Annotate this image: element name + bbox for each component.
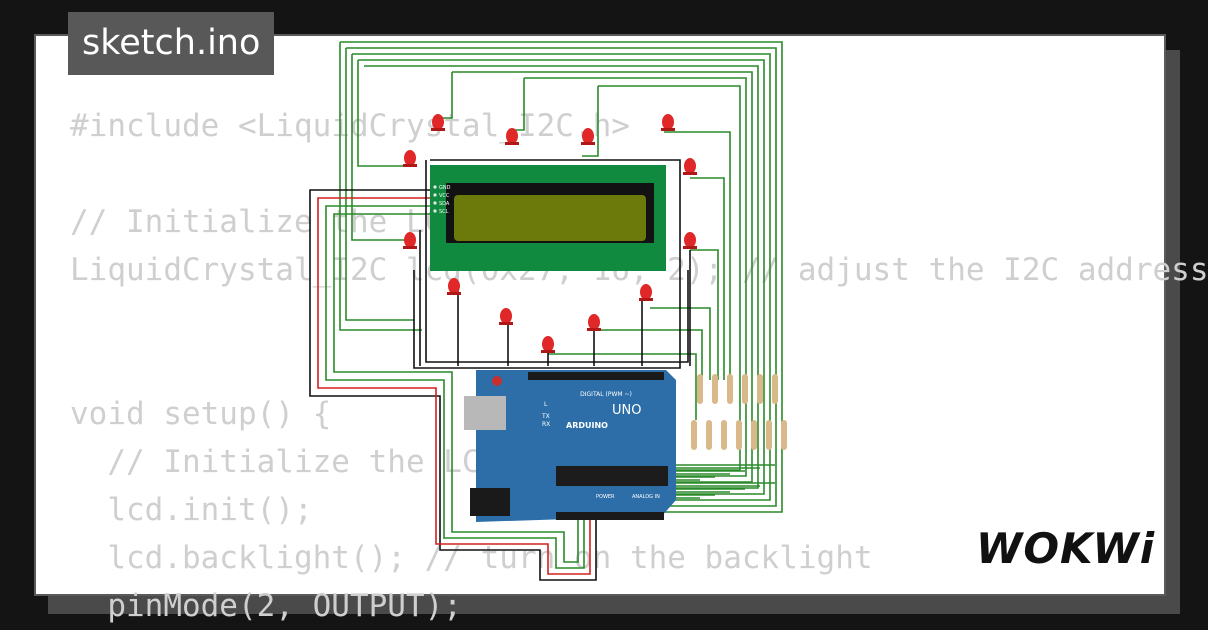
resistor — [736, 420, 742, 450]
led — [640, 284, 652, 300]
wokwi-logo: WOKWi — [976, 524, 1156, 573]
led — [404, 150, 416, 166]
led-base — [505, 142, 519, 145]
lcd-pin-label: GND — [439, 185, 451, 191]
led-base — [447, 292, 461, 295]
lcd-screen — [454, 195, 646, 241]
led — [684, 158, 696, 174]
lcd-pin-label: SDA — [439, 201, 450, 207]
wire — [664, 131, 731, 380]
resistor — [742, 374, 748, 404]
arduino-uno: DIGITAL (PWM ~) UNO ARDUINO ANALOG IN PO… — [464, 370, 676, 522]
resistor — [712, 374, 718, 404]
lcd-pin — [433, 209, 437, 213]
lcd-pin — [433, 185, 437, 189]
wire — [425, 160, 689, 363]
wire — [345, 48, 414, 321]
lcd-pin — [433, 201, 437, 205]
wire — [364, 65, 759, 489]
wire — [357, 60, 406, 167]
led-base — [683, 172, 697, 175]
wire — [325, 205, 585, 569]
wire — [413, 159, 681, 369]
wire — [352, 53, 771, 501]
usb-port — [464, 396, 506, 430]
tx-label: TX — [541, 413, 550, 420]
wire — [346, 47, 777, 507]
led-base — [661, 128, 675, 131]
resistor — [766, 420, 772, 450]
resistor — [727, 374, 733, 404]
wire — [598, 85, 741, 471]
wire — [309, 189, 597, 581]
analog-label: ANALOG IN — [632, 494, 660, 500]
wire — [333, 213, 579, 563]
wire — [317, 197, 591, 575]
file-name-tab: sketch.ino — [68, 12, 275, 75]
wire — [582, 86, 599, 157]
wire — [690, 249, 719, 380]
wire — [351, 54, 406, 241]
wire — [358, 59, 765, 495]
wire — [690, 177, 725, 380]
brand-label: ARDUINO — [566, 421, 608, 430]
led — [404, 232, 416, 248]
digital-label: DIGITAL (PWM ~) — [580, 391, 632, 398]
lcd-pin — [433, 193, 437, 197]
wire — [339, 42, 422, 331]
wire — [548, 353, 697, 420]
led — [448, 278, 460, 294]
wire — [436, 72, 453, 119]
resistor — [772, 374, 778, 404]
wire — [650, 307, 711, 380]
led — [684, 232, 696, 248]
lcd-display: GND VCC SDA SCL — [430, 165, 666, 271]
led — [582, 128, 594, 144]
led — [662, 114, 674, 130]
rx-label: RX — [542, 421, 550, 428]
wire — [452, 71, 753, 483]
board-label: UNO — [612, 403, 641, 418]
analog-header — [556, 512, 664, 520]
wire — [524, 77, 747, 477]
led — [542, 336, 554, 352]
resistor — [781, 420, 787, 450]
led-base — [541, 350, 555, 353]
led-base — [431, 128, 445, 131]
power-jack — [470, 488, 510, 516]
l-label: L — [544, 401, 548, 408]
led-base — [581, 142, 595, 145]
led-base — [403, 164, 417, 167]
code-line: lcd.backlight(); // turn on the backligh… — [70, 540, 873, 576]
resistor — [706, 420, 712, 450]
code-line: void setup() { — [70, 396, 332, 432]
wire — [512, 78, 525, 131]
code-line: lcd.init(); — [70, 492, 313, 528]
led-base — [639, 298, 653, 301]
led-base — [403, 246, 417, 249]
digital-header — [528, 372, 664, 380]
led — [506, 128, 518, 144]
code-line: pinMode(2, OUTPUT); — [70, 588, 462, 624]
atmega-chip — [556, 466, 668, 486]
power-label: POWER — [596, 494, 615, 500]
resistor — [691, 420, 697, 450]
led-base — [587, 328, 601, 331]
preview-card: #include <LiquidCrystal_I2C.h>// Initial… — [34, 34, 1208, 624]
led-base — [683, 246, 697, 249]
led — [500, 308, 512, 324]
reset-button — [492, 376, 502, 386]
lcd-pin-label: VCC — [439, 193, 450, 199]
resistor — [721, 420, 727, 450]
wire — [594, 329, 703, 380]
lcd-pin-label: SCL — [439, 209, 449, 215]
resistor — [751, 420, 757, 450]
resistor — [757, 374, 763, 404]
led — [432, 114, 444, 130]
led — [588, 314, 600, 330]
wire — [340, 41, 783, 513]
led-base — [499, 322, 513, 325]
resistor — [697, 374, 703, 404]
